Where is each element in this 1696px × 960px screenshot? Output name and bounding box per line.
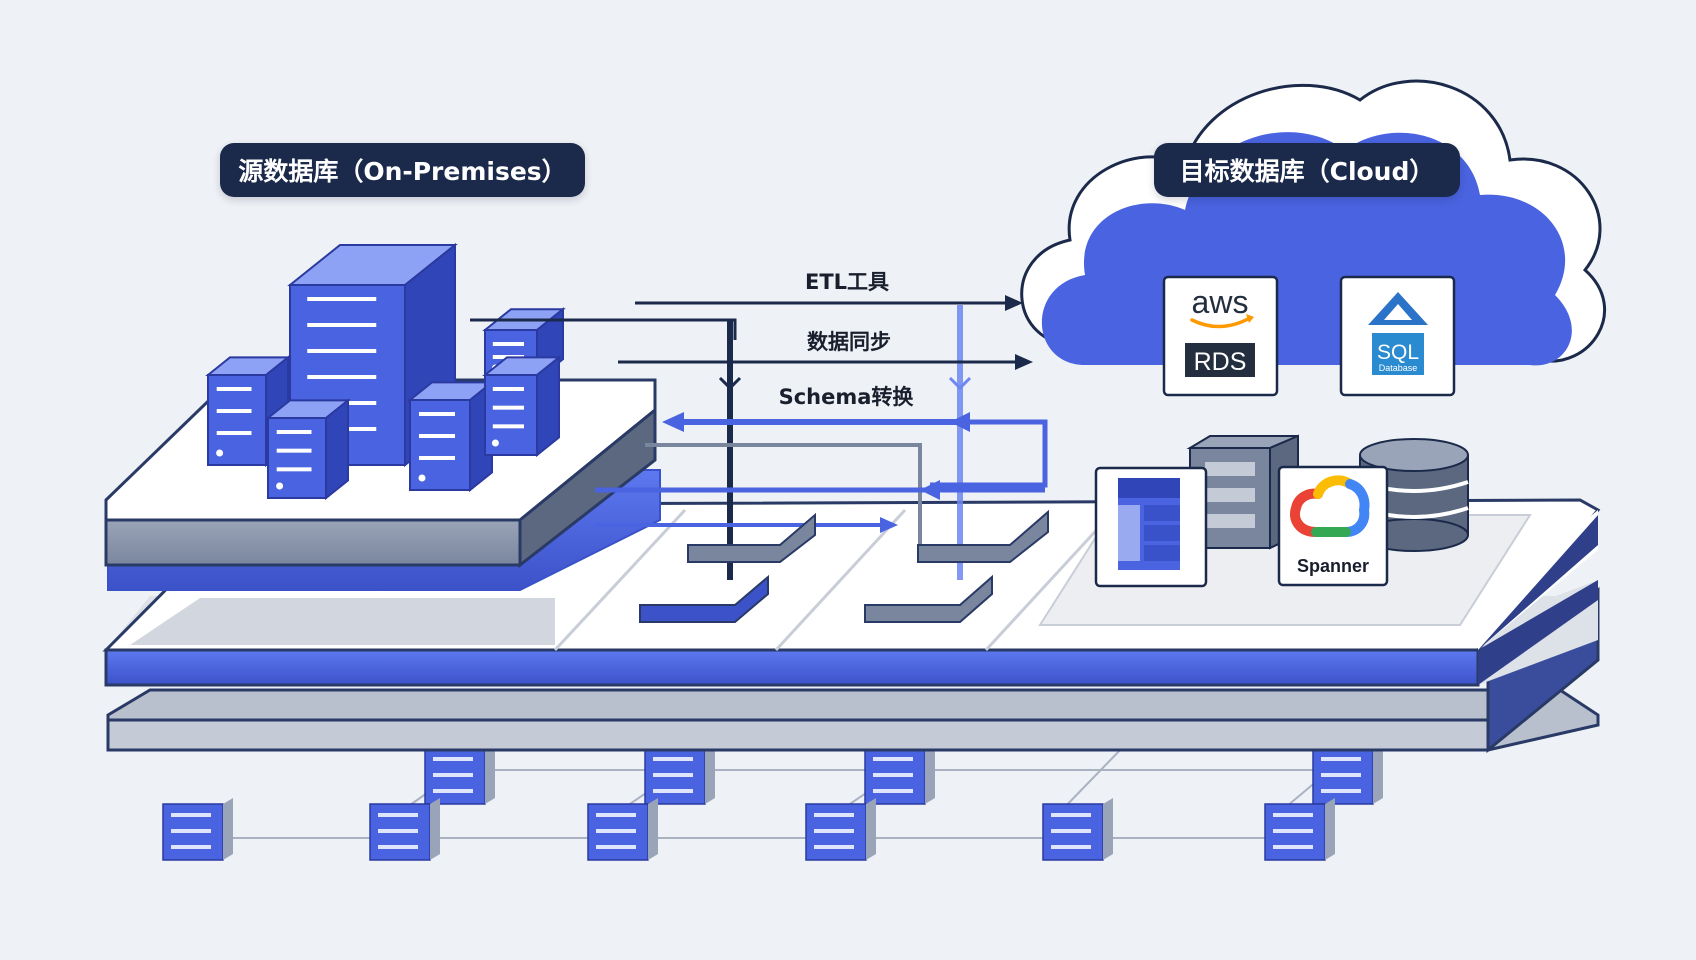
- network-node-icon: [369, 798, 440, 861]
- cloud-icon: [1020, 79, 1607, 366]
- rds-label: RDS: [1194, 348, 1247, 376]
- spanner-card: Spanner: [1277, 465, 1389, 587]
- network-node-icon: [644, 742, 715, 805]
- etl-tool-label: ETL工具: [804, 270, 890, 294]
- network-node-icon: [1042, 798, 1113, 861]
- schema-conversion-label: Schema转换: [778, 385, 914, 409]
- network-node-icon: [1264, 798, 1335, 861]
- server-icon: [482, 355, 562, 458]
- network-node-icon: [864, 742, 935, 805]
- server-icon: [265, 398, 351, 501]
- base-platform: [106, 586, 1600, 754]
- network-node-icon: [424, 742, 495, 805]
- network-node-icon: [1312, 742, 1383, 805]
- network-node-icon: [805, 798, 876, 861]
- spanner-label: Spanner: [1297, 556, 1369, 576]
- network-layer: [196, 744, 1331, 839]
- sql-label: SQL: [1377, 341, 1419, 364]
- data-sync-label: 数据同步: [807, 330, 891, 354]
- source-database-title: 源数据库（On-Premises）: [220, 143, 585, 197]
- network-node-icon: [162, 798, 233, 861]
- sql-database-label: Database: [1379, 363, 1418, 373]
- target-database-title: 目标数据库（Cloud）: [1154, 143, 1460, 197]
- flow-arrows: [470, 295, 1048, 580]
- azure-sql-icon: [1368, 292, 1428, 375]
- source-servers: [205, 242, 566, 501]
- google-cloud-icon: [1290, 475, 1370, 537]
- aws-rds-card: aws RDS: [1162, 275, 1279, 397]
- network-nodes: [162, 742, 1383, 861]
- target-storage-card: [1094, 466, 1208, 588]
- server-icon: [205, 355, 291, 468]
- transfer-slabs: [639, 509, 1049, 623]
- azure-sql-card: SQL Database: [1339, 275, 1456, 397]
- network-node-icon: [587, 798, 658, 861]
- aws-logo: aws: [1192, 284, 1249, 320]
- server-icon: [407, 380, 495, 493]
